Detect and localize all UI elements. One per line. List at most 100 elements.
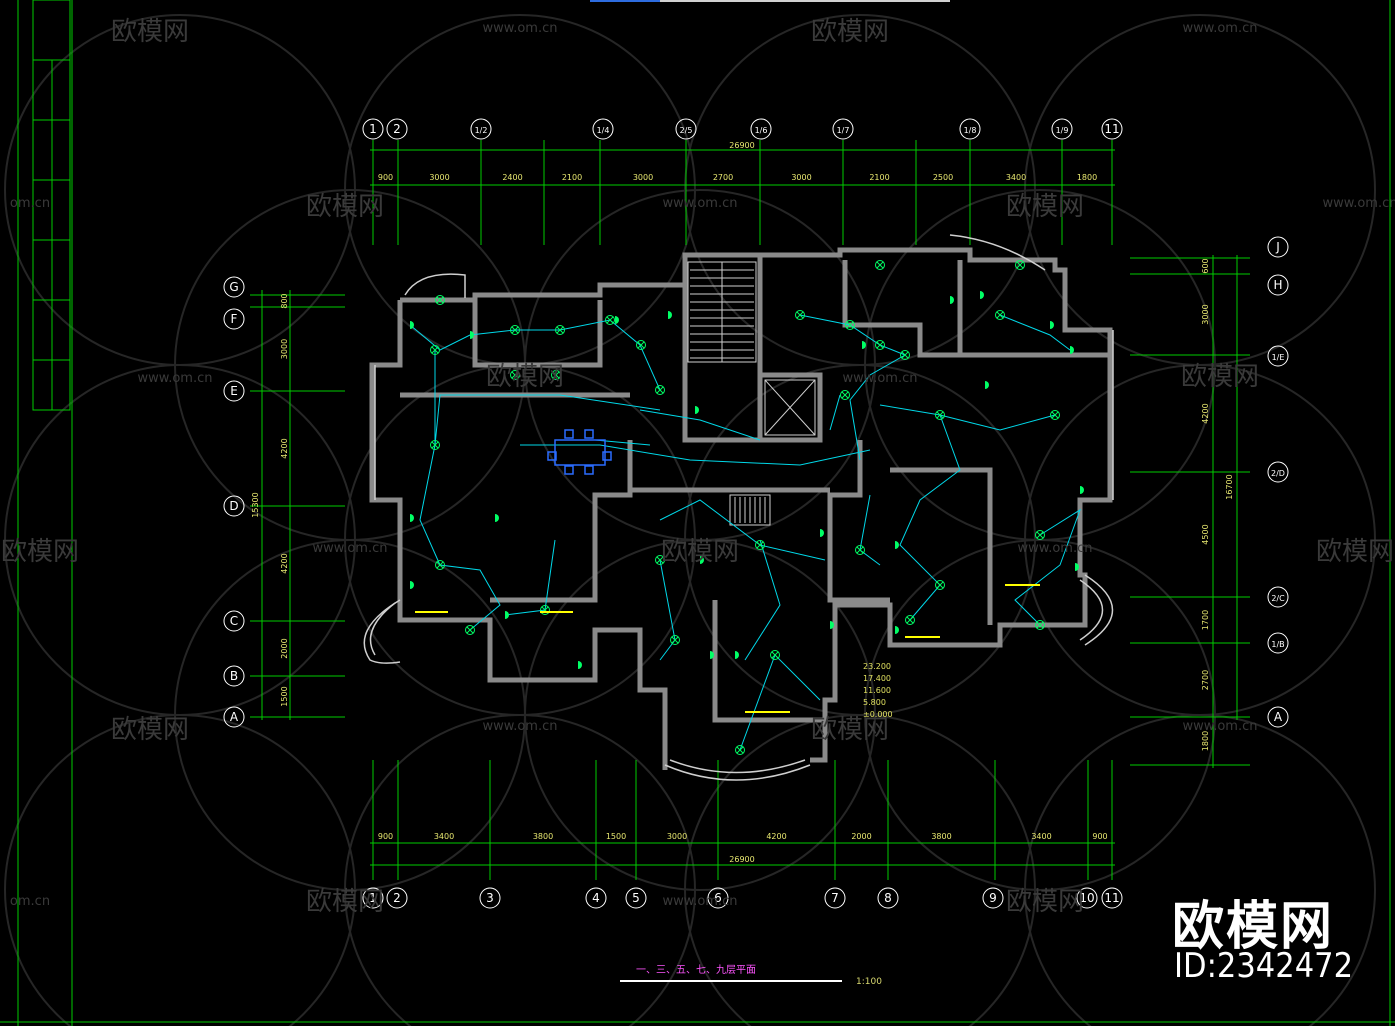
wire-run (739, 654, 821, 751)
light-cross (736, 746, 744, 754)
grid-bubble-top-label: 11 (1104, 122, 1119, 136)
watermark-url: www.om.cn (663, 894, 738, 909)
dimension-text-bottom: 3800 (931, 832, 951, 841)
grid-bubble-left (223, 495, 245, 517)
watermark-url: www.om.cn (1183, 21, 1258, 36)
socket-outlet (470, 331, 474, 339)
light-cross (756, 541, 764, 549)
light-cross (466, 626, 474, 634)
socket-outlet (985, 381, 989, 389)
light-circle (735, 745, 745, 755)
wire-run (859, 494, 881, 566)
light-circle (551, 370, 561, 380)
light-cross (637, 341, 645, 349)
watermark-layer: 欧模网欧模网欧模网欧模网欧模网欧模网欧模网欧模网欧模网欧模网欧模网欧模网欧模网w… (1, 17, 1395, 917)
ceiling-light-fixture (770, 650, 780, 660)
wire-run (879, 404, 941, 416)
dimension-text-top: 2500 (933, 173, 953, 182)
socket-outlet (700, 556, 704, 564)
grid-bubble-top (959, 118, 981, 140)
dimension-text-bottom: 900 (1092, 832, 1107, 841)
ceiling-light-fixture (1050, 410, 1060, 420)
watermark-url: www.om.cn (1183, 719, 1258, 734)
wire-run (899, 414, 961, 621)
light-circle (655, 555, 665, 565)
light-circle (510, 325, 520, 335)
dimension-text-left: 2000 (280, 638, 289, 658)
brand-logo-text: 欧模网 (1172, 897, 1335, 957)
light-circle (755, 540, 765, 550)
watermark-url: www.om.cn (313, 541, 388, 556)
dimension-text-bottom: 3800 (533, 832, 553, 841)
light-cross (901, 351, 909, 359)
grid-bubble-right-label: 2/C (1271, 594, 1285, 603)
dimension-text-right: 4200 (1201, 403, 1210, 423)
grid-bubble-top (675, 118, 697, 140)
socket-outlets (410, 291, 1084, 713)
grid-bubble-bottom (1076, 887, 1098, 909)
light-cross (552, 371, 560, 379)
grid-bubble-right-label: 2/D (1271, 469, 1285, 478)
light-circle (905, 615, 915, 625)
watermark-logo: 欧模网 (1006, 887, 1084, 917)
grid-bubble-right (1267, 236, 1289, 258)
dimension-text-left: 3000 (280, 339, 289, 359)
grid-bubble-bottom-label: 5 (632, 891, 640, 905)
drawing-scale: 1:100 (856, 977, 882, 987)
dimension-text-right: 1700 (1201, 610, 1210, 630)
elevation-label: 23.200 (863, 662, 891, 671)
grid-bubble-top-label: 1/2 (475, 126, 488, 135)
ceiling-light-fixture (1035, 620, 1045, 630)
grid-bubble-top-label: 1 (369, 122, 377, 136)
light-cross (1051, 411, 1059, 419)
light-cross (436, 296, 444, 304)
window-title-bar-edge (660, 0, 950, 2)
dimension-total-left: 15300 (251, 492, 260, 517)
wire-run (829, 394, 841, 431)
ceiling-light-fixture (510, 325, 520, 335)
ceiling-light-fixture (670, 635, 680, 645)
watermark-url: www.om.cn (843, 371, 918, 386)
dimension-total-top: 26900 (729, 141, 754, 150)
light-circle (1035, 620, 1045, 630)
dimension-text-top: 3400 (1006, 173, 1026, 182)
grid-bubble-top-label: 1/9 (1056, 126, 1069, 135)
socket-outlet (1080, 486, 1084, 494)
watermark-url: www.om.cn (1018, 541, 1093, 556)
dimension-text-left: 1500 (280, 686, 289, 706)
light-circle (670, 635, 680, 645)
balconies (363, 234, 1114, 781)
light-cross (771, 651, 779, 659)
ceiling-light-fixture (655, 385, 665, 395)
light-cross (906, 616, 914, 624)
dimension-text-bottom: 1500 (606, 832, 626, 841)
grid-bubble-bottom-label: 9 (989, 891, 997, 905)
socket-outlet (410, 514, 414, 522)
light-circle (540, 605, 550, 615)
grid-bubble-top-label: 1/6 (755, 126, 768, 135)
dimension-total-right: 16700 (1225, 474, 1234, 499)
dimension-total-bottom: 26900 (729, 855, 754, 864)
elevation-label: 17.400 (863, 674, 891, 683)
elevation-label: 11.600 (863, 686, 891, 695)
socket-outlet (895, 541, 899, 549)
dimension-text-bottom: 3400 (1031, 832, 1051, 841)
ceiling-light-fixture (1035, 530, 1045, 540)
ceiling-light-fixture (430, 345, 440, 355)
ceiling-light-fixture (875, 260, 885, 270)
light-cross (431, 346, 439, 354)
watermark-logo: 欧模网 (486, 362, 564, 392)
grid-bubble-bottom (982, 887, 1004, 909)
dimension-lines (250, 140, 1250, 880)
grid-bubble-bottom-label: 6 (714, 891, 722, 905)
grid-bubble-bottom (824, 887, 846, 909)
grid-bubble-bottom (1101, 887, 1123, 909)
socket-outlet (980, 291, 984, 299)
ceiling-light-fixture (845, 320, 855, 330)
light-cross (1016, 261, 1024, 269)
wire-run (744, 539, 781, 661)
light-circle (995, 310, 1005, 320)
